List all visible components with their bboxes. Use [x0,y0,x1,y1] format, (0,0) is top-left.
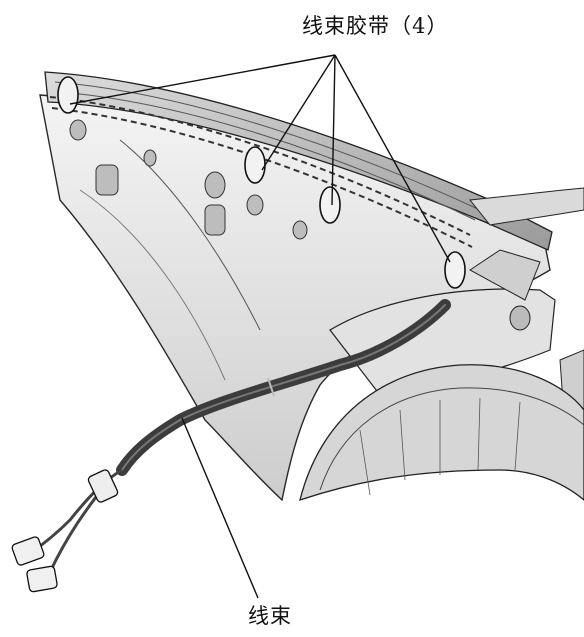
bolt [509,305,531,331]
label-harness: 线束 [248,604,292,628]
harness-tie-1 [57,76,79,114]
panel-holes [69,119,308,240]
tie-leader-lines [69,54,451,263]
wheel-arch [299,364,584,501]
connector-1 [11,536,45,566]
harness-tie-3 [319,186,341,224]
harness-tie-2 [244,146,266,184]
label-harness-ties: 线束胶带（4） [302,14,449,38]
harness-leader-line [181,417,259,599]
connector-2 [26,565,58,593]
rail-harness [49,96,471,236]
harness-clip [87,469,119,503]
